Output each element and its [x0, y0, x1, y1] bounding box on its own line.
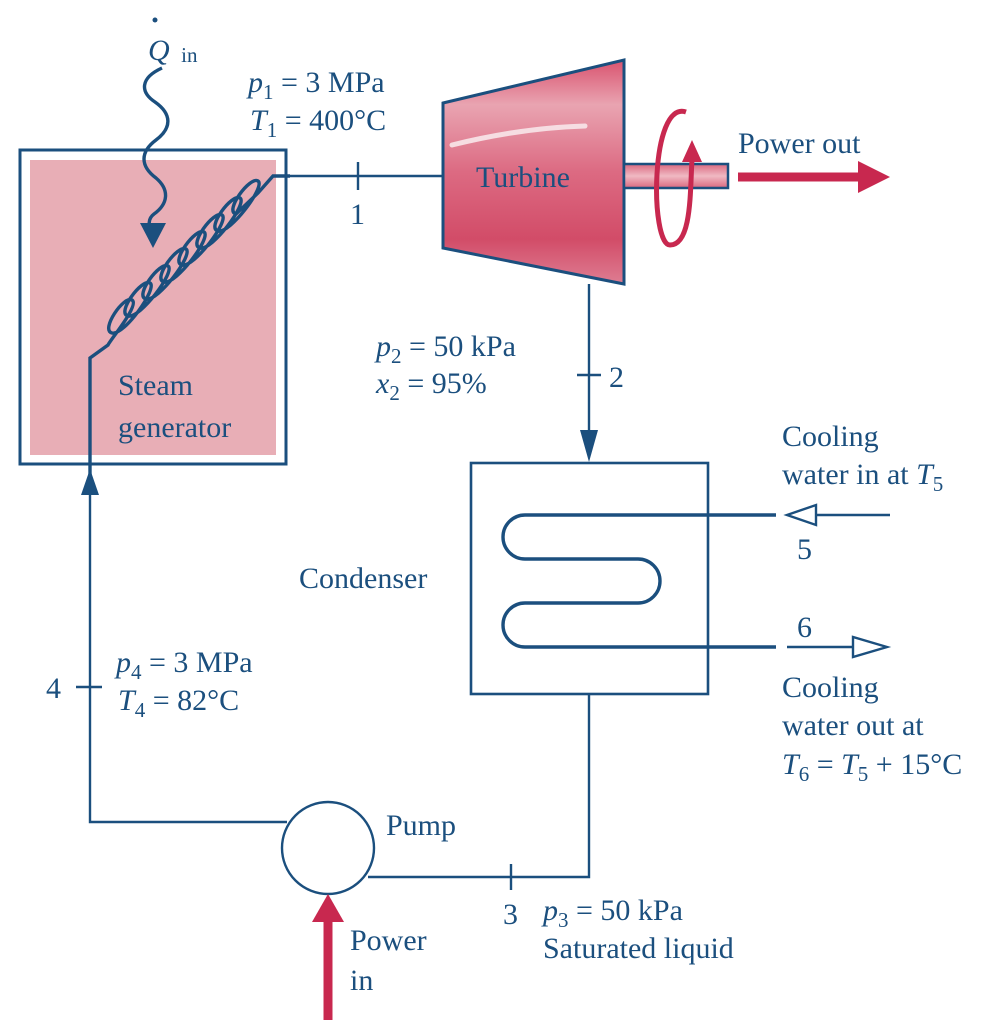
state-2-arrowhead-icon [580, 430, 598, 462]
turbine-body [441, 58, 626, 286]
cooling-in-arrowhead-icon [783, 503, 818, 527]
power-out-label: Power out [738, 127, 861, 160]
state-6-number: 6 [797, 611, 812, 644]
cooling-in-label-line2: water in at T5 [782, 458, 943, 496]
pump-label: Pump [386, 809, 456, 842]
steam-generator-label-line2: generator [118, 411, 231, 444]
heat-arrowhead-icon [140, 223, 166, 248]
cooling-out-label-line1: Cooling [782, 671, 879, 704]
cooling-out-arrowhead-icon [851, 635, 892, 659]
state-1-pressure: p1 = 3 MPa [246, 66, 385, 104]
cooling-in-label-line1: Cooling [782, 420, 879, 453]
state-2-number: 2 [609, 361, 624, 394]
state-1-number: 1 [350, 198, 365, 231]
turbine-shaft [622, 162, 730, 190]
state-1-temperature: T1 = 400°C [250, 104, 386, 142]
pipe-3 [368, 694, 591, 879]
turbine: Turbine Power out [441, 58, 890, 286]
state-3-description: Saturated liquid [543, 932, 734, 965]
heat-input: Q in [140, 17, 198, 248]
condenser: Condenser [299, 461, 776, 696]
power-out-arrowhead-icon [858, 161, 890, 193]
steam-generator: Steam generator [18, 148, 290, 478]
state-4-number: 4 [46, 672, 61, 705]
steam-generator-label-line1: Steam [118, 369, 193, 402]
state-3-pressure: p3 = 50 kPa [541, 894, 683, 932]
power-in-label-line1: Power [350, 924, 427, 957]
condenser-label: Condenser [299, 562, 427, 595]
condenser-coil [501, 513, 776, 649]
boiler-coil [88, 174, 290, 478]
state-4-temperature: T4 = 82°C [118, 684, 239, 722]
pipe-4 [88, 490, 287, 824]
pump: Pump Power in [280, 800, 456, 1020]
cooling-water-in: 5 Cooling water in at T5 [782, 420, 943, 566]
turbine-label: Turbine [476, 161, 570, 194]
state-2-quality: x2 = 95% [375, 367, 487, 405]
cooling-water-out: 6 Cooling water out at T6 = T5 + 15°C [782, 611, 962, 786]
state-4-arrowhead-icon [81, 469, 99, 495]
state-4-pressure: p4 = 3 MPa [114, 646, 253, 684]
power-in-arrowhead-icon [312, 894, 344, 922]
rotation-arrow-icon [654, 109, 695, 248]
condenser-box [469, 461, 710, 696]
cooling-out-label-line2: water out at [782, 709, 924, 742]
steam-generator-fill [30, 160, 276, 455]
state-2-pressure: p2 = 50 kPa [374, 330, 516, 368]
state-5-number: 5 [797, 533, 812, 566]
pump-circle [280, 800, 376, 896]
turbine-highlight [449, 123, 588, 148]
rotation-arrowhead-icon [682, 140, 702, 162]
cooling-out-label-line3: T6 = T5 + 15°C [782, 748, 962, 786]
power-in-label-line2: in [350, 964, 373, 997]
heat-dot-icon [152, 17, 158, 23]
heat-input-label: Q in [148, 34, 198, 67]
heat-wavy-arrow-icon [142, 66, 170, 237]
state-3-number: 3 [503, 898, 518, 931]
